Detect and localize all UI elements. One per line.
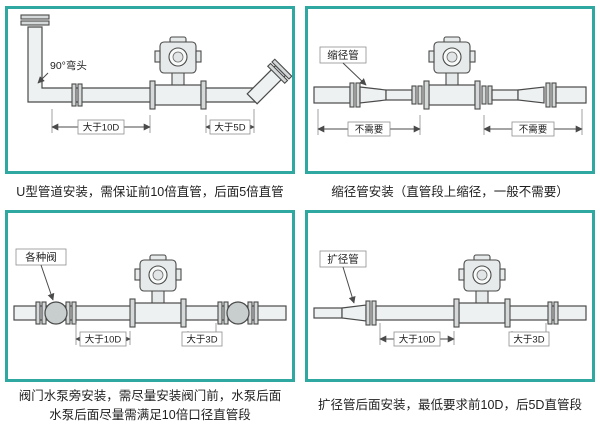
dim1-label: 不需要 (355, 125, 384, 136)
expander-callout-label: 扩径管 (327, 253, 359, 266)
caption-text: 阀门水泵旁安装，需尽量安装阀门前，水泵后面 (18, 389, 282, 404)
dim2-label: 不需要 (519, 125, 548, 136)
flowmeter (423, 36, 481, 110)
bottom-panels-row: 各种阀 大于10D 大于3D (0, 210, 600, 382)
valve-right (226, 301, 250, 325)
dim2-label: 大于3D (513, 334, 544, 346)
flowmeter (129, 254, 187, 328)
top-panels-row: 90°弯头 大于10D 大于5D (0, 6, 600, 174)
pipe-assembly (313, 82, 587, 108)
flowmeter (149, 36, 207, 110)
bottom-captions-row: 阀门水泵旁安装，需尽量安装阀门前，水泵后面 水泵后面尽量需满足10倍口径直管段 … (0, 382, 600, 429)
dimension-annotations: 不需要 不需要 (317, 109, 583, 137)
dimension-annotations: 大于10D 大于3D (379, 323, 550, 347)
caption-text: 水泵后面尽量需满足10倍口径直管段 (49, 407, 251, 422)
valve-diagram: 各种阀 大于10D 大于3D (13, 248, 287, 347)
pipe-assembly (20, 14, 292, 107)
callout: 90°弯头 (37, 59, 87, 84)
flowmeter (453, 254, 511, 328)
pipe-assembly (313, 300, 587, 326)
dimension-annotations: 大于10D 大于5D (51, 109, 255, 135)
panel-valve-pump: 各种阀 大于10D 大于3D (5, 210, 295, 382)
valve-left (44, 301, 68, 325)
caption-u-type: U型管道安装，需保证前10倍直管，后面5倍直管 (5, 174, 295, 210)
callout: 扩径管 (319, 250, 367, 304)
dim1-label: 大于10D (399, 334, 436, 346)
dim2-label: 大于3D (186, 334, 217, 346)
caption-reducer: 缩径管安装（直管段上缩径，一般不需要） (305, 174, 595, 210)
elbow-callout-label: 90°弯头 (50, 59, 87, 72)
caption-text: 扩径管后面安装，最低要求前10D，后5D直管段 (318, 398, 582, 413)
caption-valve-pump: 阀门水泵旁安装，需尽量安装阀门前，水泵后面 水泵后面尽量需满足10倍口径直管段 (5, 382, 295, 429)
panel-expander: 扩径管 大于10D 大于3D (305, 210, 595, 382)
caption-expander: 扩径管后面安装，最低要求前10D，后5D直管段 (305, 382, 595, 429)
reducer-diagram: 缩径管 不需要 不需要 (313, 36, 587, 137)
expander-diagram: 扩径管 大于10D 大于3D (313, 250, 587, 347)
dim1-label: 大于10D (85, 334, 122, 346)
valve-callout-label: 各种阀 (25, 251, 57, 264)
dim1-label: 大于10D (83, 122, 120, 134)
panel-reducer: 缩径管 不需要 不需要 (305, 6, 595, 174)
dim2-label: 大于5D (214, 122, 245, 134)
callout: 缩径管 (319, 46, 367, 86)
caption-text: 缩径管安装（直管段上缩径，一般不需要） (331, 184, 569, 199)
top-captions-row: U型管道安装，需保证前10倍直管，后面5倍直管 缩径管安装（直管段上缩径，一般不… (0, 174, 600, 210)
reducer-callout-label: 缩径管 (327, 49, 359, 62)
dimension-annotations: 大于10D 大于3D (75, 323, 223, 347)
panel-u-type: 90°弯头 大于10D 大于5D (5, 6, 295, 174)
callout: 各种阀 (15, 248, 67, 301)
u-type-diagram: 90°弯头 大于10D 大于5D (20, 14, 292, 135)
caption-text: U型管道安装，需保证前10倍直管，后面5倍直管 (16, 184, 284, 199)
